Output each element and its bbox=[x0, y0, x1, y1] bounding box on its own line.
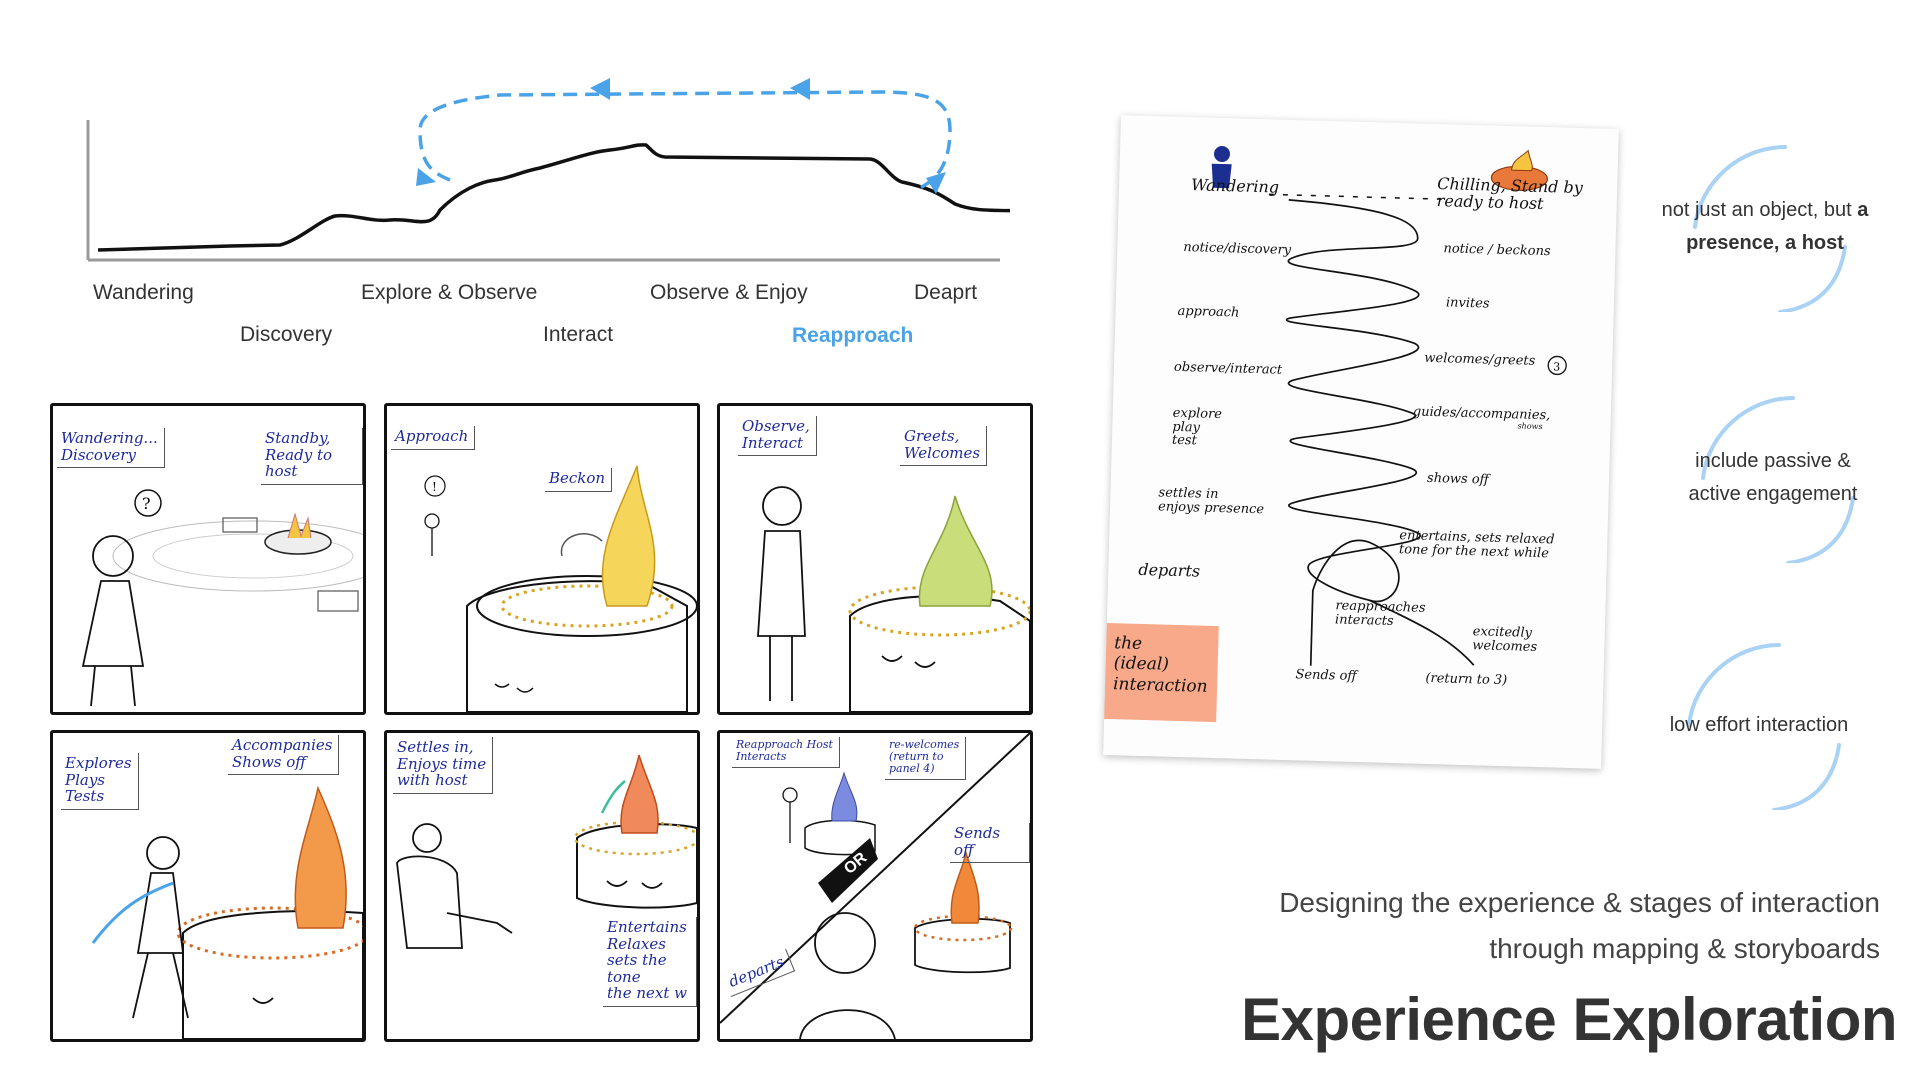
storyboard-panel-5: Settles in, Enjoys time with host Entert… bbox=[384, 730, 700, 1042]
loop-arrowhead-2 bbox=[790, 78, 810, 100]
circled-step-number: 3 bbox=[1553, 360, 1560, 373]
panel-6-note-3: Sends off bbox=[950, 823, 1030, 863]
stage-depart: Deaprt bbox=[914, 281, 978, 304]
panel-5-sketch bbox=[396, 754, 697, 949]
right-step-8: reapproaches interacts bbox=[1334, 598, 1426, 629]
panel-6-note-2: re-welcomes (return to panel 4) bbox=[885, 737, 967, 781]
stage-interact: Interact bbox=[543, 323, 614, 346]
panel-4-note-1: Explores Plays Tests bbox=[61, 753, 139, 810]
panel-5-note-2: Entertains Relaxes sets the tone the nex… bbox=[603, 917, 697, 1007]
panel-2-sketch: ! bbox=[424, 465, 697, 712]
panel-5-note-1: Settles in, Enjoys time with host bbox=[393, 737, 494, 794]
left-step-6: settles in enjoys presence bbox=[1157, 485, 1265, 517]
principle-text-presence: not just an object, but a presence, a ho… bbox=[1661, 199, 1869, 254]
right-step-10: Sends off bbox=[1295, 667, 1357, 684]
principle-engagement: include passive & active engagement bbox=[1668, 393, 1878, 563]
storyboard-panel-6: Reapproach Host Interacts re-welcomes (r… bbox=[717, 730, 1033, 1042]
right-step-4: welcomes/greets bbox=[1424, 350, 1536, 369]
journey-chart bbox=[86, 78, 1010, 262]
panel-3-sketch bbox=[757, 486, 1030, 712]
right-step-9: excitedly welcomes bbox=[1472, 624, 1538, 655]
left-step-5: explore play test bbox=[1171, 405, 1223, 449]
storyboard-panel-3: Observe, Interact Greets, Welcomes bbox=[717, 403, 1033, 715]
panel-1-note-2: Standby, Ready to host bbox=[261, 428, 363, 485]
sticky-note: the (ideal) interaction bbox=[1104, 622, 1219, 723]
right-step-11: (return to 3) bbox=[1425, 670, 1508, 689]
stage-wandering: Wandering bbox=[93, 281, 194, 304]
loop-arrowhead-1 bbox=[590, 78, 610, 100]
svg-text:!: ! bbox=[432, 480, 437, 494]
panel-1-sketch: ? bbox=[81, 489, 363, 707]
principle-presence: not just an object, but a presence, a ho… bbox=[1660, 142, 1870, 312]
stage-observe-enjoy: Observe & Enjoy bbox=[650, 281, 808, 304]
principle-arc bbox=[1687, 643, 1841, 810]
panel-4-sketch bbox=[91, 785, 363, 1039]
panel-3-note-1: Observe, Interact bbox=[738, 416, 817, 456]
stage-explore-observe: Explore & Observe bbox=[361, 281, 538, 304]
panel-6-note-1: Reapproach Host Interacts bbox=[732, 737, 840, 769]
panel-3-note-2: Greets, Welcomes bbox=[900, 426, 988, 466]
left-step-1: Wandering bbox=[1190, 175, 1280, 197]
page-title: Experience Exploration bbox=[1241, 986, 1897, 1053]
principle-arc bbox=[1701, 396, 1855, 563]
principle-text-engagement: include passive & active engagement bbox=[1688, 450, 1858, 505]
panel-2-note-2: Beckon bbox=[545, 468, 613, 492]
stage-reapproach: Reapproach bbox=[792, 324, 914, 347]
right-step-6: shows off bbox=[1426, 470, 1490, 488]
stage-discovery: Discovery bbox=[240, 323, 333, 346]
left-step-4: observe/interact bbox=[1173, 359, 1283, 378]
interaction-sketch-sheet: 3 Wandering notice/discovery approach ob… bbox=[1103, 115, 1619, 769]
principle-low-effort: low effort interaction bbox=[1654, 640, 1864, 810]
sketch-path-drawing: 3 bbox=[1211, 146, 1567, 666]
panel-4-note-2: Accompanies Shows off bbox=[228, 735, 340, 775]
panel-6-sketch bbox=[720, 733, 1030, 1039]
principle-text-low-effort: low effort interaction bbox=[1669, 713, 1849, 736]
left-step-2: notice/discovery bbox=[1183, 239, 1292, 258]
panel-1-note-1: Wandering... Discovery bbox=[57, 428, 165, 468]
storyboard-panel-2: ! Approach Beckon bbox=[384, 403, 700, 715]
storyboard-panel-4: Explores Plays Tests Accompanies Shows o… bbox=[50, 730, 366, 1042]
right-step-1: Chilling, Stand by ready to host bbox=[1436, 174, 1584, 213]
page-subtitle: Designing the experience & stages of int… bbox=[1279, 887, 1880, 964]
svg-text:?: ? bbox=[142, 494, 151, 513]
sticky-note-text: the (ideal) interaction bbox=[1112, 633, 1208, 697]
journey-curve bbox=[97, 143, 1010, 252]
right-step-3: invites bbox=[1445, 295, 1490, 312]
storyboard-panel-1: ? Wandering... Discovery Standby, Ready … bbox=[50, 403, 366, 715]
right-step-2: notice / beckons bbox=[1443, 241, 1551, 260]
panel-2-note-1: Approach bbox=[391, 426, 476, 450]
principle-arc bbox=[1693, 145, 1847, 312]
loop-arrowhead-3 bbox=[416, 168, 436, 186]
left-step-3: approach bbox=[1177, 303, 1240, 321]
reapproach-loop-arrow bbox=[418, 90, 952, 192]
tiny-note: shows bbox=[1517, 421, 1543, 432]
right-step-7: entertains, sets relaxed tone for the ne… bbox=[1398, 528, 1555, 561]
left-step-7: departs bbox=[1138, 559, 1201, 581]
loop-arrowhead-4 bbox=[926, 172, 946, 194]
